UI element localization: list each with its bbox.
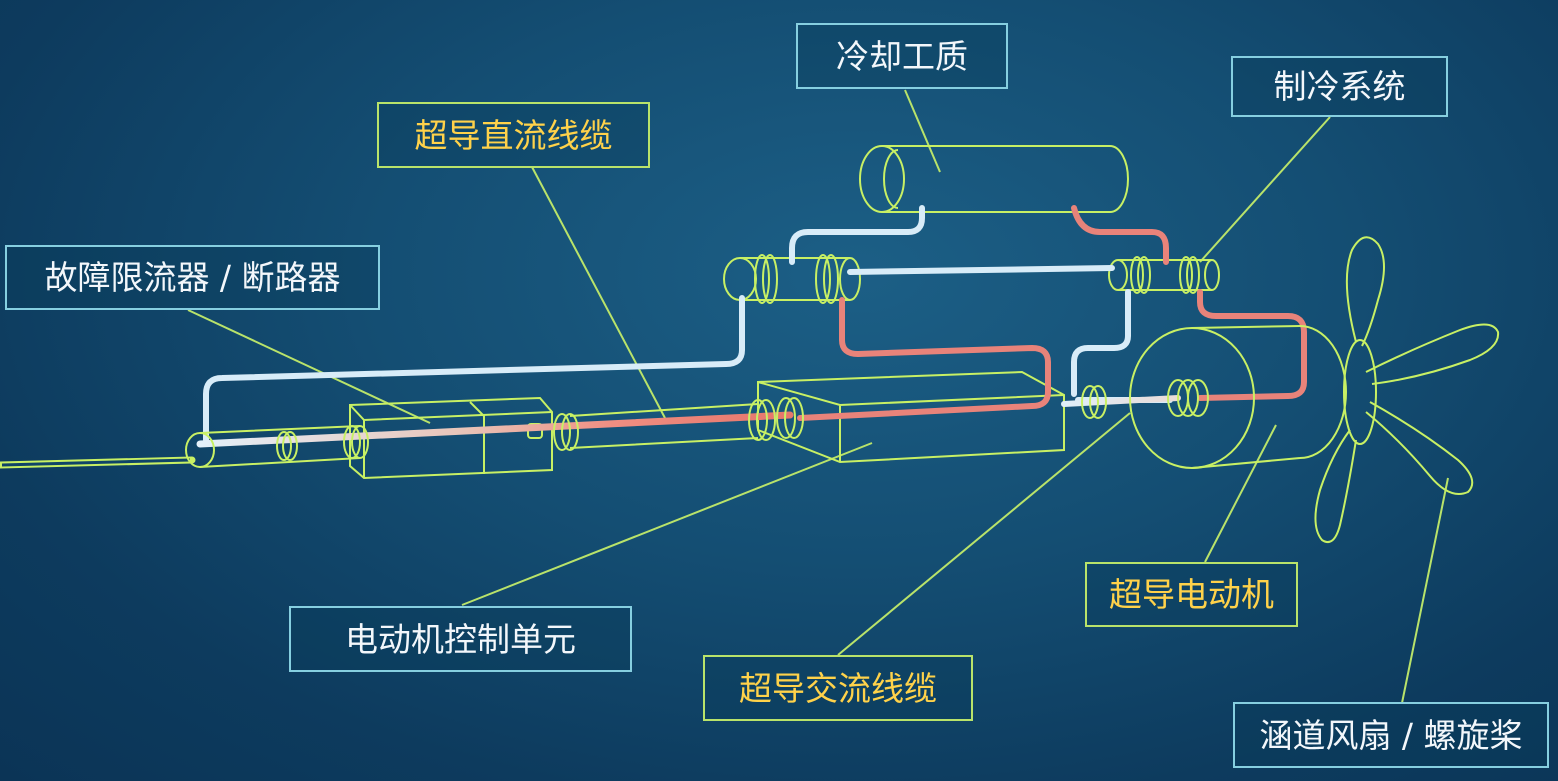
label-cooling-medium: 冷却工质 <box>796 23 1008 89</box>
label-sc-ac-cable: 超导交流线缆 <box>703 655 973 721</box>
leader-cooling-medium <box>904 89 941 173</box>
propeller <box>1314 236 1500 544</box>
motor-body <box>1129 325 1347 469</box>
coolant-return-lines <box>797 205 1307 421</box>
label-sc-dc-cable: 超导直流线缆 <box>377 102 650 168</box>
leader-sc-ac-cable <box>837 412 1131 656</box>
label-sc-motor: 超导电动机 <box>1085 562 1298 627</box>
leader-lines <box>187 89 1449 704</box>
label-refrigeration-system: 制冷系统 <box>1231 56 1448 117</box>
leader-sc-dc-cable <box>531 166 666 419</box>
cooling-tank <box>859 145 1129 213</box>
leader-refrigeration-system <box>1199 116 1331 263</box>
leader-fault-limiter <box>187 309 431 424</box>
label-fault-current-limiter: 故障限流器 / 断路器 <box>5 245 380 310</box>
label-ducted-fan: 涵道风扇 / 螺旋桨 <box>1233 702 1549 768</box>
ac-cable-joints <box>1081 385 1107 419</box>
label-motor-control-unit: 电动机控制单元 <box>289 606 632 672</box>
refrigerator-unit <box>1108 256 1220 294</box>
cable-joints <box>185 397 804 468</box>
sc-dc-cable-conductor <box>196 411 794 448</box>
coolant-supply-lines <box>203 205 1173 443</box>
leader-motor-control <box>461 442 873 606</box>
leader-ducted-fan <box>1401 477 1449 704</box>
leader-sc-motor <box>1204 424 1277 563</box>
